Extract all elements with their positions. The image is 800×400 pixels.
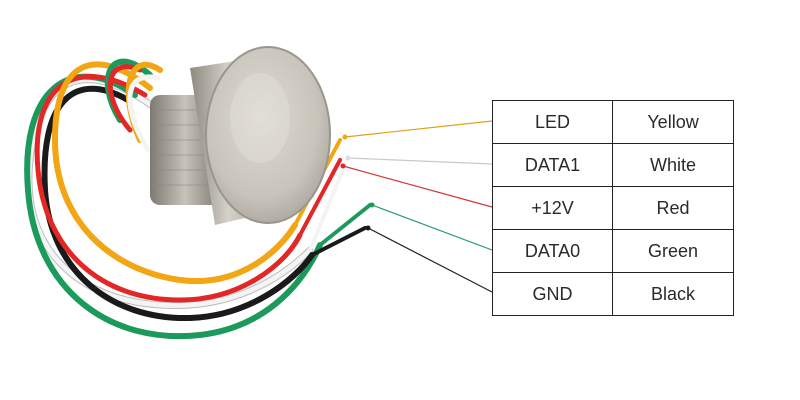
- table-row: DATA1 White: [491, 143, 734, 187]
- black-wire: [41, 85, 315, 322]
- signal-cell: +12V: [491, 186, 614, 230]
- wire-bundle: [24, 58, 372, 340]
- table-row: LED Yellow: [491, 100, 734, 144]
- leader-data0: [371, 204, 493, 251]
- reader-device: [150, 46, 331, 225]
- device-face: [205, 46, 331, 224]
- table-row: +12V Red: [491, 186, 734, 230]
- signal-cell: GND: [491, 272, 614, 316]
- signal-cell: DATA0: [491, 229, 614, 273]
- leader-gnd: [367, 227, 493, 293]
- wiring-table: LED Yellow DATA1 White +12V Red DATA0 Gr…: [491, 100, 734, 316]
- white-wire: [26, 77, 313, 309]
- leader-12v: [342, 165, 493, 208]
- yellow-wire: [51, 61, 298, 285]
- color-cell: White: [612, 143, 734, 187]
- color-cell: Yellow: [612, 100, 734, 144]
- table-row: GND Black: [491, 272, 734, 316]
- color-cell: Green: [612, 229, 734, 273]
- color-cell: Red: [612, 186, 734, 230]
- leader-lines: [342, 120, 493, 293]
- table-row: DATA0 Green: [491, 229, 734, 273]
- signal-cell: DATA1: [491, 143, 614, 187]
- leader-data1: [347, 157, 493, 165]
- leader-led: [344, 120, 493, 138]
- signal-cell: LED: [491, 100, 614, 144]
- color-cell: Black: [612, 272, 734, 316]
